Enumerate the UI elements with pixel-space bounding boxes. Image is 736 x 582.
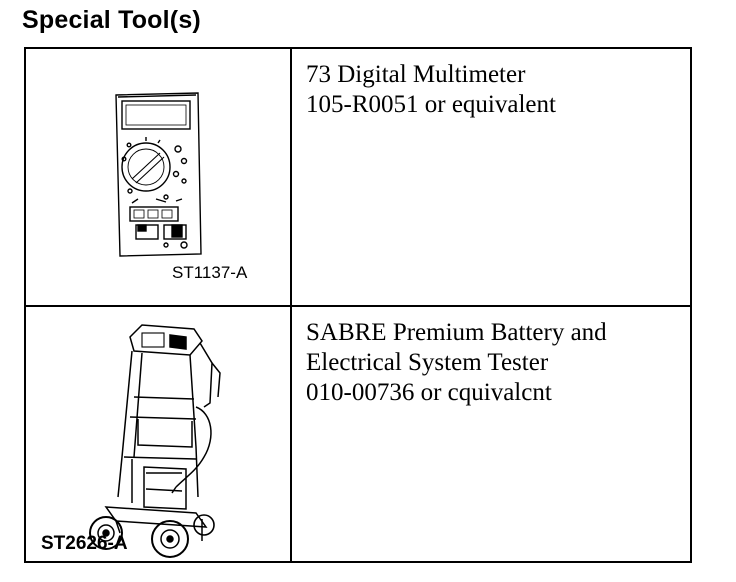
multimeter-illustration	[115, 92, 202, 257]
tool-row-battery-tester: ST2626-A SABRE Premium Battery and Elect…	[26, 307, 690, 561]
special-tools-table: ST1137-A 73 Digital Multimeter 105-R0051…	[24, 47, 692, 563]
tool-row-multimeter: ST1137-A 73 Digital Multimeter 105-R0051…	[26, 49, 690, 307]
tool-name: 73 Digital Multimeter	[306, 61, 526, 88]
tool-code: ST2626-A	[41, 533, 128, 554]
battery-tester-illustration	[89, 324, 221, 558]
tool-part-number: 105-R0051 or equivalent	[306, 91, 556, 118]
section-heading: Special Tool(s)	[22, 6, 201, 34]
tool-part-number: 010-00736 or cquivalcnt	[306, 379, 552, 406]
tool-description-cell: SABRE Premium Battery and Electrical Sys…	[292, 307, 690, 561]
tool-name: SABRE Premium Battery and	[306, 319, 607, 346]
tool-code: ST1137-A	[172, 263, 248, 282]
tool-illustration-cell: ST2626-A	[26, 307, 292, 561]
tool-description-cell: 73 Digital Multimeter 105-R0051 or equiv…	[292, 49, 690, 305]
tool-illustration-cell: ST1137-A	[26, 49, 292, 305]
tool-description: SABRE Premium Battery and Electrical Sys…	[306, 318, 607, 408]
tool-name-continued: Electrical System Tester	[306, 349, 549, 376]
tool-description: 73 Digital Multimeter 105-R0051 or equiv…	[306, 60, 556, 120]
